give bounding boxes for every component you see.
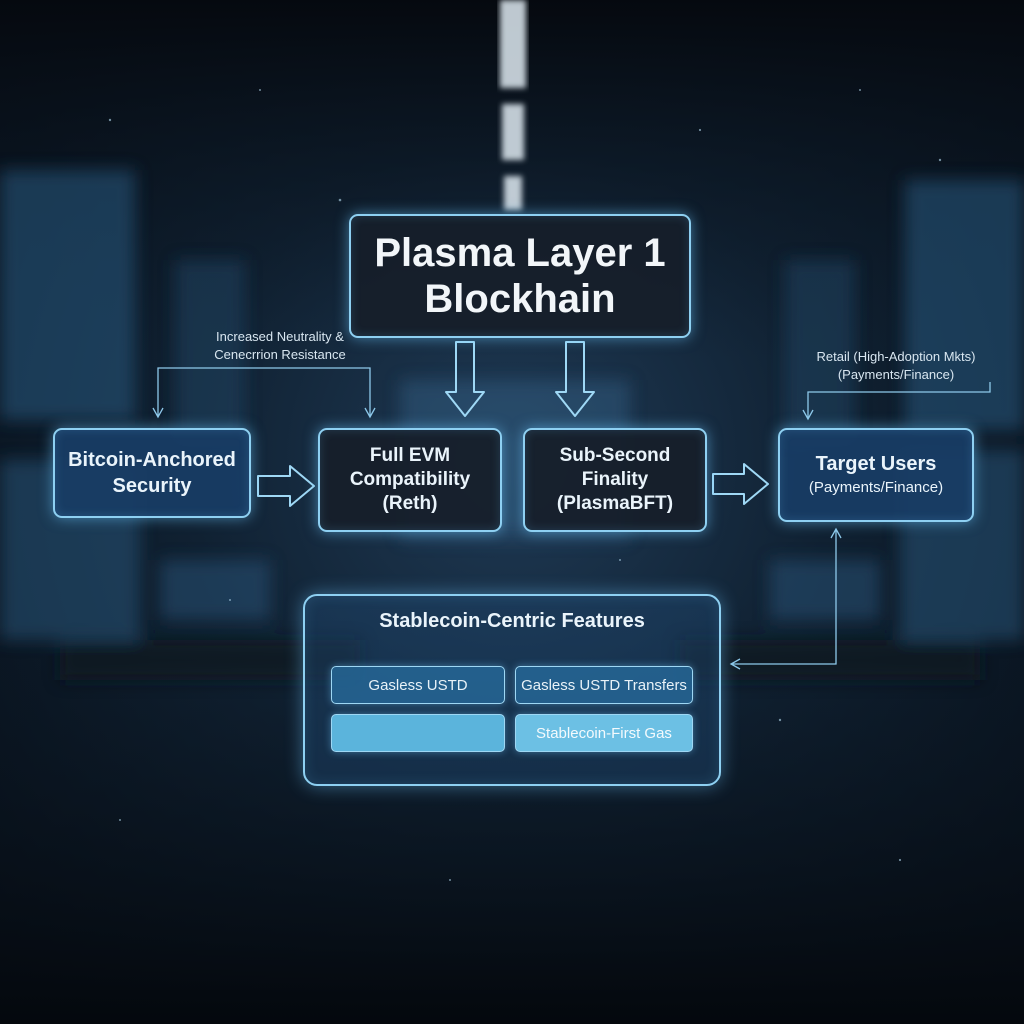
features-panel: Stablecoin-Centric Features Gasless USTD…: [303, 594, 721, 786]
node-target-users: Target Users (Payments/Finance): [778, 428, 974, 522]
node-label: Sub-Second Finality (PlasmaBFT): [557, 444, 673, 516]
node-sublabel: (Payments/Finance): [809, 477, 943, 499]
annotation-neutrality: Increased Neutrality & Cenecrrion Resist…: [180, 328, 380, 364]
feature-empty: [331, 714, 505, 752]
feature-gasless-usdt-transfers: Gasless USTD Transfers: [515, 666, 693, 704]
node-sub-second-finality: Sub-Second Finality (PlasmaBFT): [523, 428, 707, 532]
node-bitcoin-anchored-security: Bitcoin-Anchored Security: [53, 428, 251, 518]
feature-stablecoin-first-gas: Stablecoin-First Gas: [515, 714, 693, 752]
annotation-retail: Retail (High-Adoption Mkts) (Payments/Fi…: [786, 348, 1006, 384]
feature-gasless-usdt: Gasless USTD: [331, 666, 505, 704]
node-label: Full EVM Compatibility (Reth): [350, 444, 470, 516]
node-label: Bitcoin-Anchored Security: [68, 447, 236, 499]
node-full-evm-compatibility: Full EVM Compatibility (Reth): [318, 428, 502, 532]
features-panel-title: Stablecoin-Centric Features: [305, 610, 719, 633]
node-label: Target Users: [809, 451, 943, 477]
diagram-title: Plasma Layer 1 Blockhain: [374, 230, 665, 322]
title-box: Plasma Layer 1 Blockhain: [349, 214, 691, 338]
